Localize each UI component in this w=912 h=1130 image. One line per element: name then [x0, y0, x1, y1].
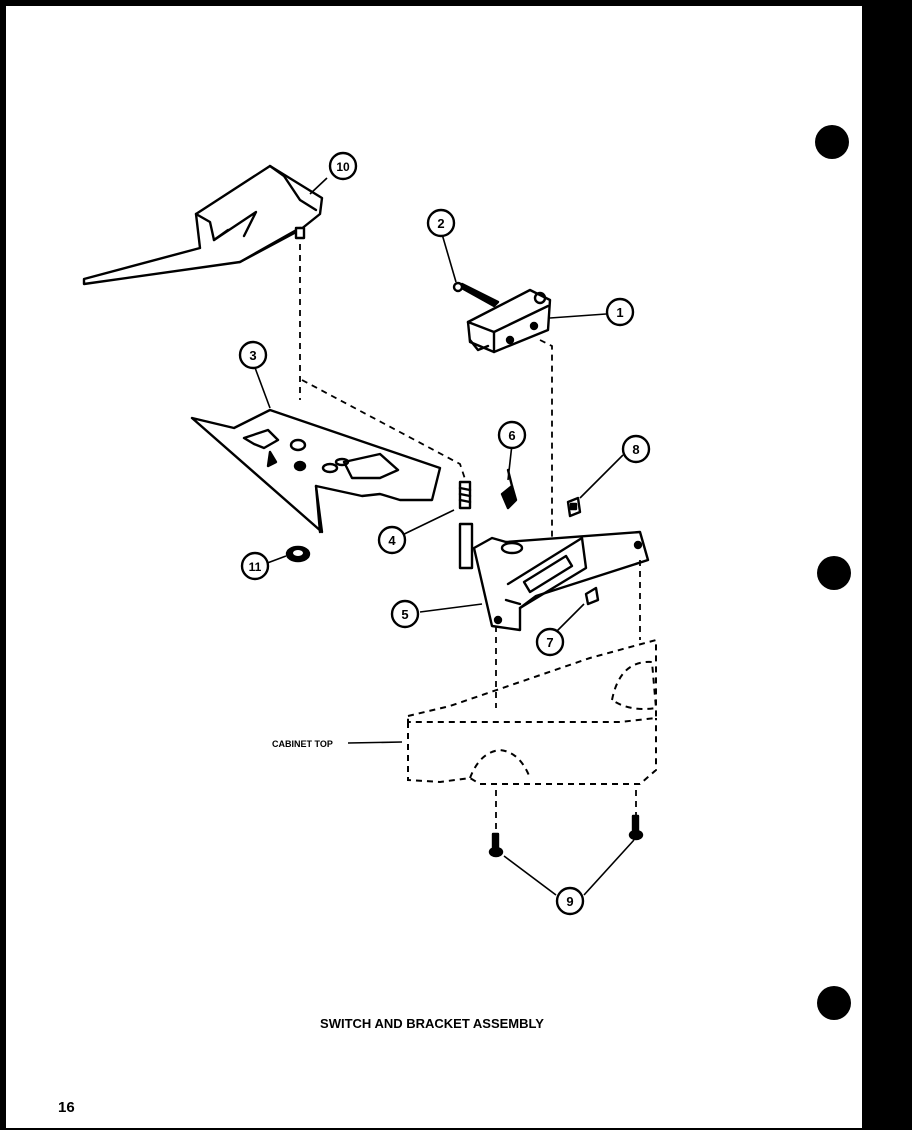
cabinet-top-outline	[407, 638, 658, 785]
part-8-clip	[566, 496, 582, 518]
cabinet-top-label: CABINET TOP	[272, 739, 333, 749]
callout-5: 5	[390, 599, 420, 629]
paper-sheet	[6, 6, 872, 1128]
callout-3: 3	[238, 340, 268, 370]
callout-8-text: 8	[632, 442, 639, 457]
part-9-screw-left	[488, 832, 504, 858]
callout-1: 1	[605, 297, 635, 327]
part-1-switch	[466, 288, 552, 354]
callout-8: 8	[621, 434, 651, 464]
binder-hole-middle	[817, 556, 851, 590]
binder-hole-top	[815, 125, 849, 159]
page-edge-strip	[862, 0, 912, 1130]
diagram-title: SWITCH AND BRACKET ASSEMBLY	[320, 1016, 544, 1031]
retainer-tab	[458, 522, 474, 570]
callout-6: 6	[497, 420, 527, 450]
assembly-lines	[299, 244, 641, 834]
callout-1-text: 1	[616, 305, 623, 320]
callout-11: 11	[240, 551, 270, 581]
callout-11-text: 11	[249, 560, 262, 574]
part-10-actuator-lever	[82, 164, 324, 286]
callout-9-text: 9	[566, 894, 573, 909]
callout-4: 4	[377, 525, 407, 555]
page-number: 16	[58, 1099, 75, 1116]
binder-hole-bottom	[817, 986, 851, 1020]
part-7-clip	[584, 586, 600, 606]
callout-5-text: 5	[401, 607, 408, 622]
callout-10-text: 10	[336, 160, 350, 174]
part-3-bracket-plate	[190, 408, 442, 534]
callout-9: 9	[555, 886, 585, 916]
callout-2: 2	[426, 208, 456, 238]
callout-7-text: 7	[546, 635, 553, 650]
part-4-spring	[458, 480, 472, 510]
callout-4-text: 4	[388, 533, 396, 548]
callout-3-text: 3	[249, 348, 256, 363]
callout-10: 10	[328, 151, 358, 181]
part-2-screw	[452, 281, 500, 308]
leader-lines	[253, 177, 635, 896]
part-11-grommet	[285, 545, 311, 563]
callout-7: 7	[535, 627, 565, 657]
callout-6-text: 6	[508, 428, 515, 443]
callout-2-text: 2	[437, 216, 444, 231]
part-5-main-bracket	[472, 530, 650, 632]
